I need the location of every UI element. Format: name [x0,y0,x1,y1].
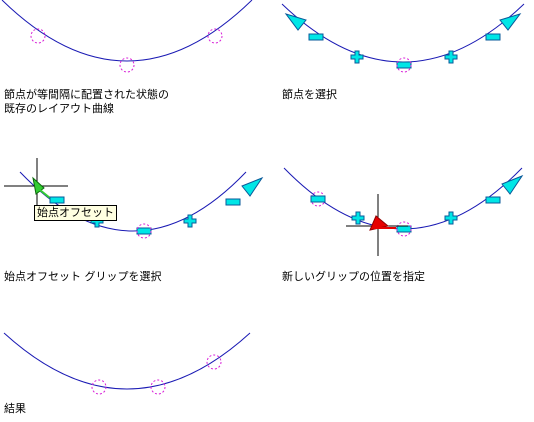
caption-existing-curve: 節点が等間隔に配置された状態の 既存のレイアウト曲線 [4,88,169,115]
plus-grip[interactable] [444,50,458,64]
node-marker [91,379,107,395]
panel-new-grip-location [283,167,524,256]
plus-grip[interactable] [351,211,365,225]
panel-result [3,332,251,395]
node-marker [30,28,46,44]
node-marker [150,379,166,395]
panel-existing-curve [1,0,253,73]
node-grip[interactable] [49,196,65,204]
panel-select-nodes [281,3,525,73]
layout-curve [1,0,253,62]
caption-select-nodes: 節点を選択 [282,88,337,101]
node-grip[interactable] [396,225,412,233]
node-grip[interactable] [485,33,501,41]
node-marker [207,28,223,44]
node-grip[interactable] [396,61,412,69]
node-grip[interactable] [136,227,152,235]
node-marker [396,221,412,237]
node-marker [206,354,222,370]
node-grip[interactable] [310,195,326,203]
layout-curve [3,332,251,390]
active-grip-arrow [39,189,51,199]
node-marker [119,57,135,73]
plus-grip[interactable] [444,211,458,225]
node-grip[interactable] [485,196,501,204]
node-marker [396,57,412,73]
layout-curve [281,3,525,63]
plus-grip[interactable] [350,50,364,64]
node-grip[interactable] [225,198,241,206]
caption-new-grip-location: 新しいグリップの位置を指定 [282,270,425,283]
end-offset-grip[interactable] [501,174,524,195]
node-grip[interactable] [308,33,324,41]
start-offset-grip[interactable] [284,13,307,31]
node-marker [136,223,152,239]
end-offset-grip[interactable] [241,176,264,197]
panel-select-start-offset [4,158,264,239]
caption-result: 結果 [4,402,26,415]
plus-grip[interactable] [183,214,197,228]
end-offset-grip[interactable] [499,13,522,31]
caption-select-start-offset: 始点オフセット グリップを選択 [4,270,162,283]
start-offset-tooltip: 始点オフセット [34,205,117,221]
